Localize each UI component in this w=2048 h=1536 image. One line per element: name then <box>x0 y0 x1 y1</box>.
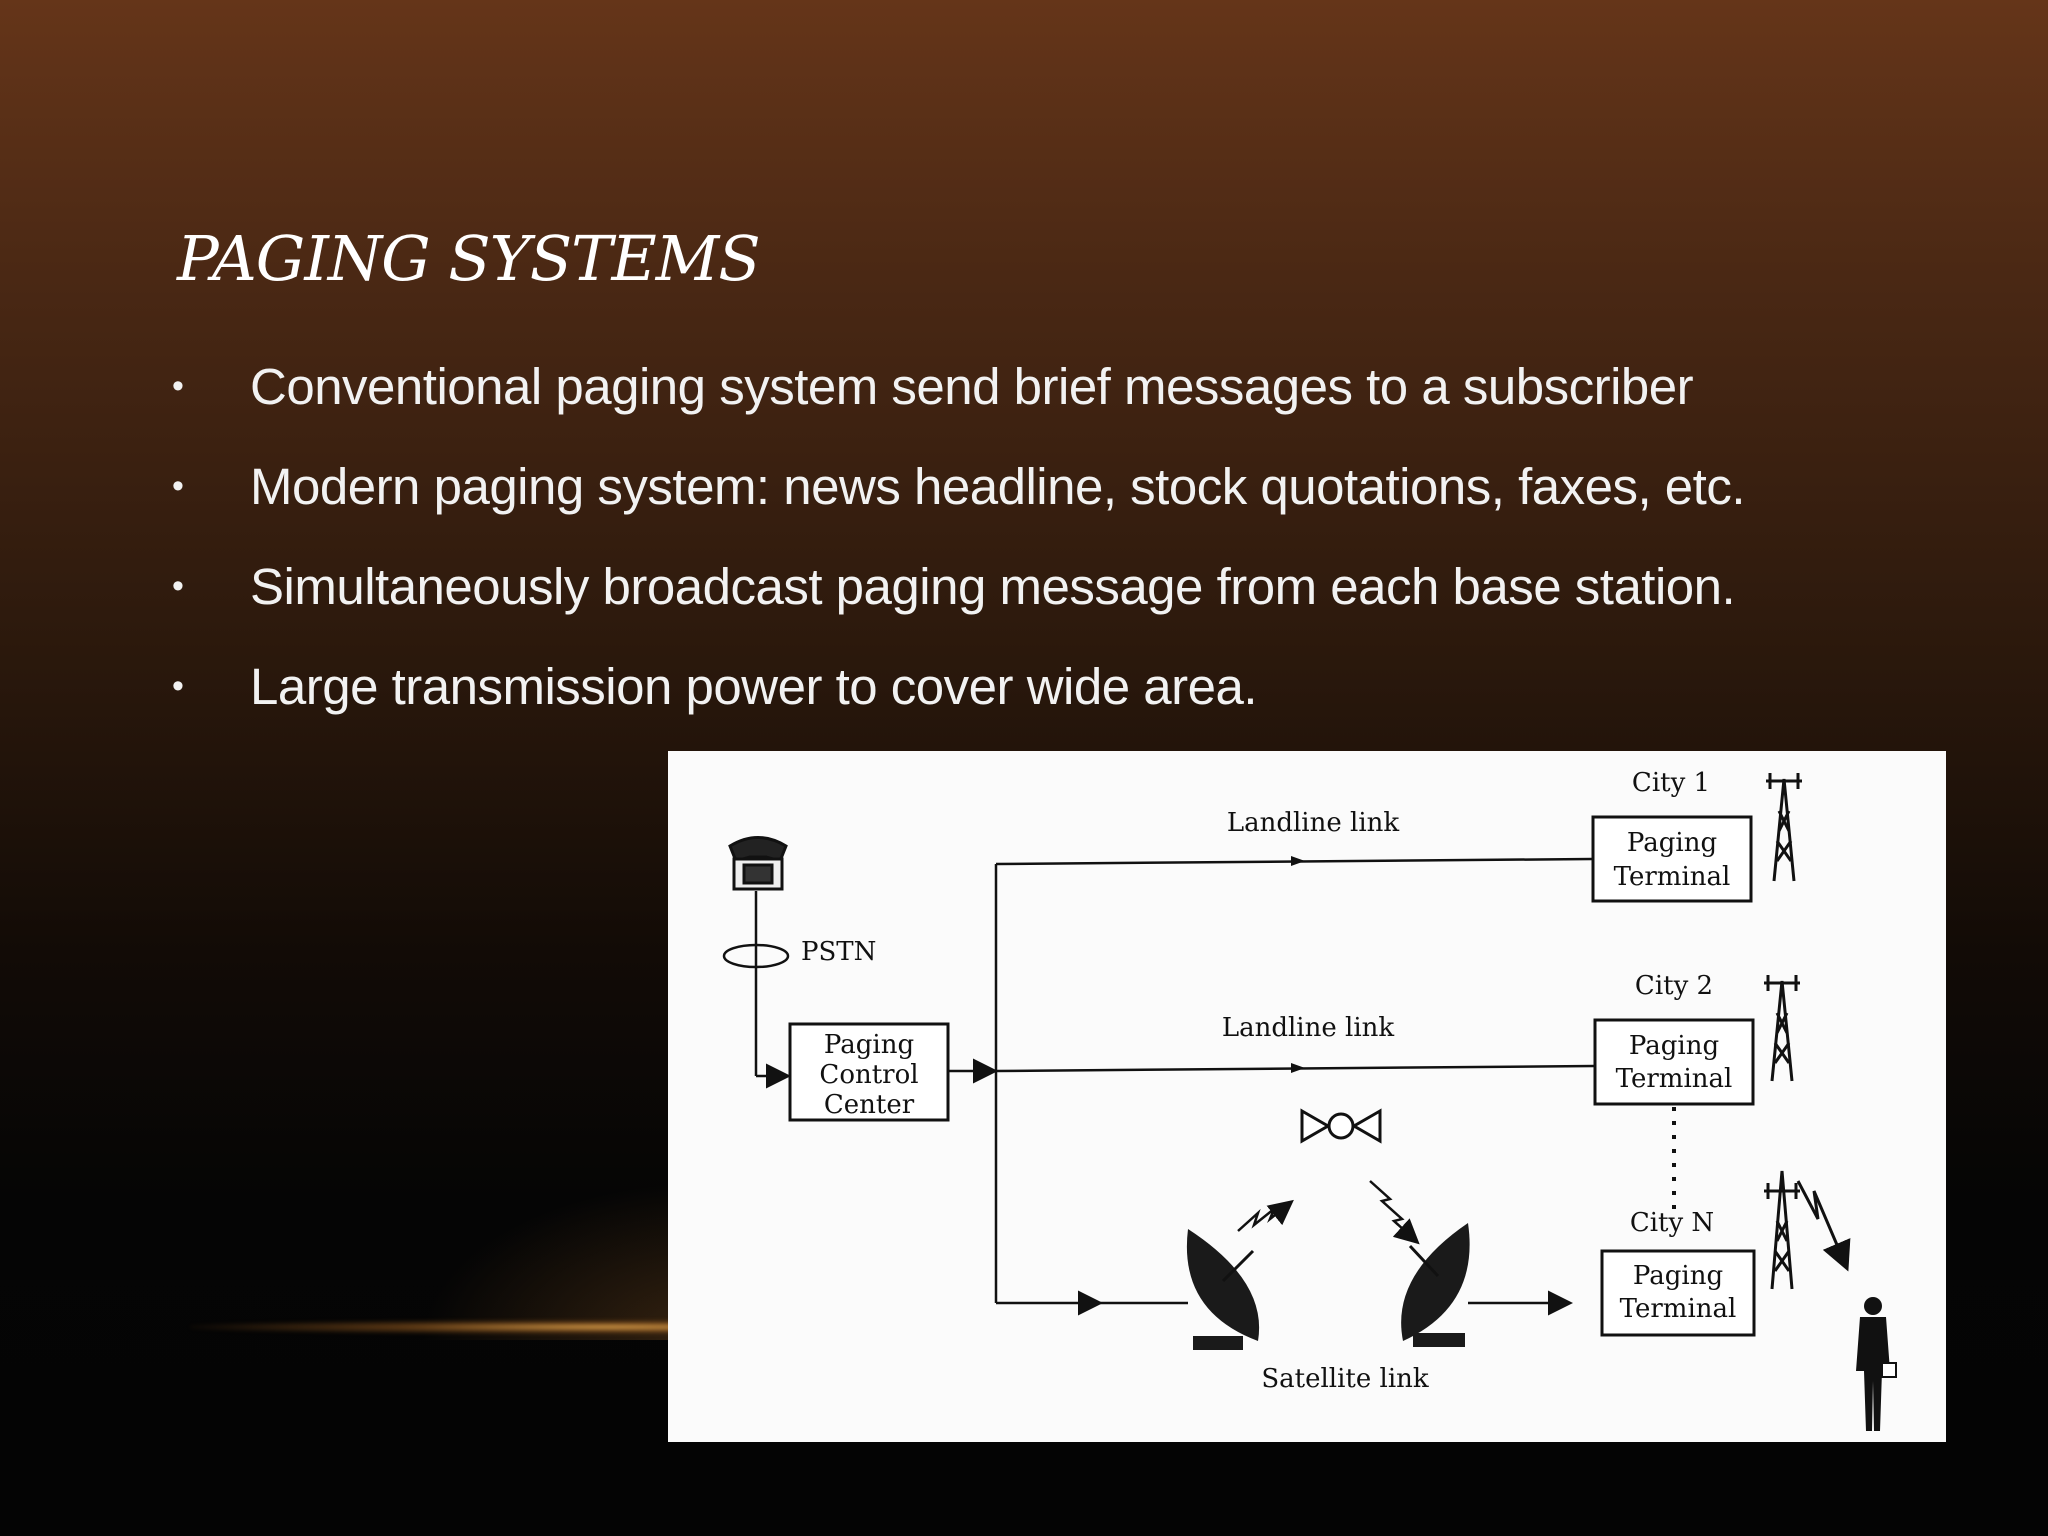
uplink-zigzag <box>1237 1199 1294 1232</box>
paging-terminal-1-box <box>1591 815 1753 903</box>
bullet-item: • Large transmission power to cover wide … <box>172 636 1745 736</box>
terminal-n-line-2: Terminal <box>1620 1294 1737 1324</box>
terminal-2-line-1: Paging <box>1629 1031 1719 1061</box>
tower-icon <box>1766 773 1802 882</box>
bullet-item: • Modern paging system: news headline, st… <box>172 436 1746 536</box>
bullet-marker: • <box>172 666 184 705</box>
person-icon <box>1856 1297 1897 1431</box>
landline-link-1-label: Landline link <box>1227 808 1400 838</box>
pstn-label: PSTN <box>801 937 876 967</box>
downlink-zigzag <box>1369 1180 1420 1245</box>
bullet-item: • Conventional paging system send brief m… <box>172 336 1745 436</box>
tower-icon <box>1764 975 1800 1082</box>
pstn-ring-icon <box>722 943 790 969</box>
control-center-line-2: Control <box>819 1060 918 1090</box>
satellite-dish-icon <box>1401 1223 1470 1347</box>
bullet-text: Conventional paging system send brief me… <box>250 357 1694 415</box>
control-center-box <box>788 1022 950 1122</box>
terminal-1-line-2: Terminal <box>1614 862 1731 892</box>
tower-icon <box>1764 1170 1851 1290</box>
paging-terminal-n-box <box>1600 1249 1756 1337</box>
bullet-list: • Conventional paging system send brief m… <box>172 336 1746 736</box>
bullet-marker: • <box>172 366 184 405</box>
city-2-label: City 2 <box>1635 971 1713 1001</box>
bullet-marker: • <box>172 566 184 605</box>
bullet-text: Large transmission power to cover wide a… <box>250 657 1258 715</box>
landline-link-2-label: Landline link <box>1222 1013 1395 1043</box>
telephone-icon <box>728 836 788 891</box>
paging-terminal-2-box <box>1593 1018 1755 1106</box>
decorative-light-streak <box>190 1320 710 1334</box>
satellite-icon <box>1300 1108 1382 1144</box>
control-center-line-1: Paging <box>824 1030 914 1060</box>
bullet-marker: • <box>172 466 184 505</box>
terminal-2-line-2: Terminal <box>1616 1064 1733 1094</box>
slide-title: PAGING SYSTEMS <box>177 222 761 295</box>
bullet-text: Simultaneously broadcast paging message … <box>250 557 1736 615</box>
diagram-svg: PSTN Paging Control Center Landline link… <box>722 768 1897 1431</box>
city-1-label: City 1 <box>1632 768 1710 798</box>
satellite-dish-icon <box>1186 1229 1260 1350</box>
satellite-link-label: Satellite link <box>1261 1364 1429 1394</box>
bullet-text: Modern paging system: news headline, sto… <box>250 457 1746 515</box>
terminal-n-line-1: Paging <box>1633 1261 1723 1291</box>
bullet-item: • Simultaneously broadcast paging message… <box>172 536 1745 636</box>
terminal-1-line-1: Paging <box>1627 828 1717 858</box>
city-n-label: City N <box>1630 1208 1714 1238</box>
control-center-line-3: Center <box>824 1090 915 1120</box>
paging-system-diagram: PSTN Paging Control Center Landline link… <box>668 751 1946 1442</box>
